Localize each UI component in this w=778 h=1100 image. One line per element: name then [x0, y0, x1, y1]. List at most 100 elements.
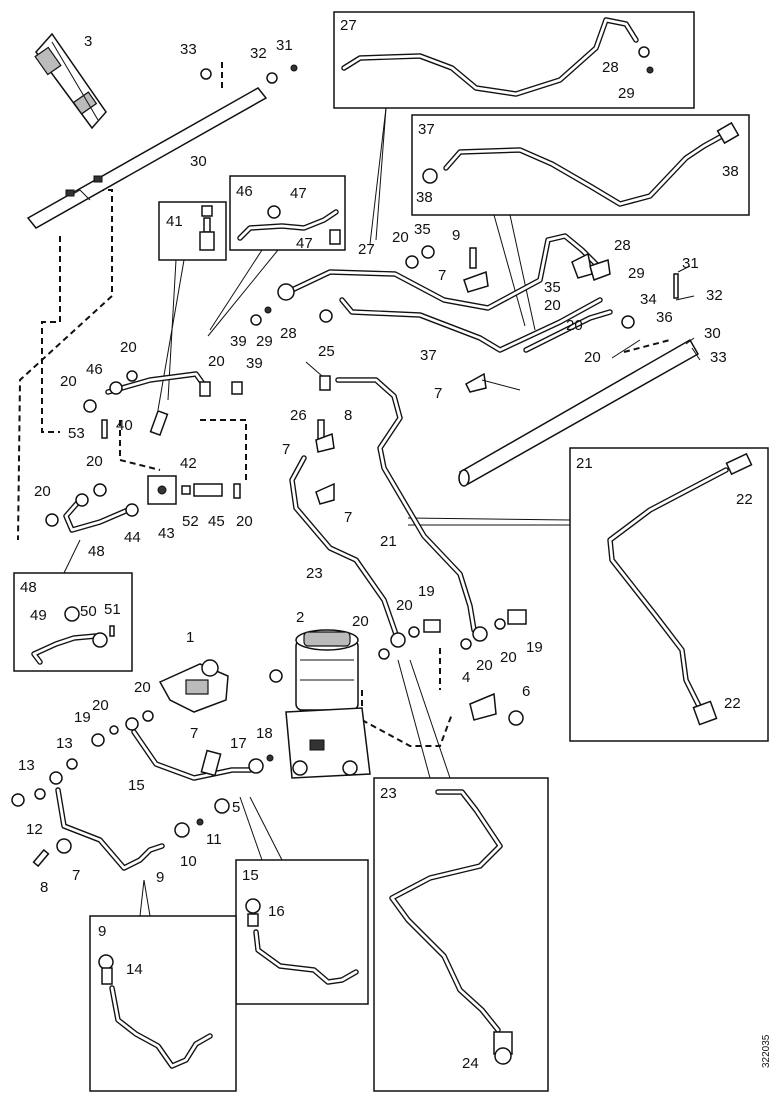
callout-label: 16: [268, 903, 285, 920]
callout-label: 36: [656, 309, 673, 326]
callout-label: 20: [544, 297, 561, 314]
callout-label: 20: [134, 679, 151, 696]
callout-label: 20: [352, 613, 369, 630]
callout-label: 3: [84, 33, 92, 50]
callout-label: 7: [344, 509, 352, 526]
inset-48-hose: [31, 606, 115, 665]
fuel-rail-30-upper: [26, 87, 268, 229]
callout-label: 29: [256, 333, 273, 350]
callout-label: 47: [290, 185, 307, 202]
callout-label: 7: [190, 725, 198, 742]
inset-21-pipe: [607, 452, 753, 726]
callout-label: 20: [566, 317, 583, 334]
callout-label: 20: [236, 513, 253, 530]
callout-label: 19: [418, 583, 435, 600]
callout-label: 38: [416, 189, 433, 206]
callout-label: 40: [116, 417, 133, 434]
callout-label: 24: [462, 1055, 479, 1072]
callout-label: 15: [128, 777, 145, 794]
callout-label: 19: [526, 639, 543, 656]
callout-label: 39: [230, 333, 247, 350]
pipe-23: [289, 455, 401, 643]
callout-label: 20: [396, 597, 413, 614]
callout-label: 35: [544, 279, 561, 296]
callout-label: 44: [124, 529, 141, 546]
callout-label: 20: [476, 657, 493, 674]
callout-label: 45: [208, 513, 225, 530]
callout-label: 50: [80, 603, 97, 620]
inset-27-pipe: [341, 17, 654, 97]
callout-label: 20: [92, 697, 109, 714]
callout-label: 30: [704, 325, 721, 342]
callout-label: 27: [358, 241, 375, 258]
inset-title-23: 23: [380, 785, 397, 802]
inset-titles: 27 37 46 41 48 21 23 15 9: [20, 17, 593, 940]
inset-23-pipe: [389, 789, 513, 1065]
callout-label: 26: [290, 407, 307, 424]
callout-label: 6: [522, 683, 530, 700]
callout-label: 38: [722, 163, 739, 180]
callout-label: 22: [724, 695, 741, 712]
callout-label: 52: [182, 513, 199, 530]
callout-label: 42: [180, 455, 197, 472]
inset-box-9: [89, 915, 237, 1092]
callout-label: 53: [68, 425, 85, 442]
callout-label: 31: [276, 37, 293, 54]
fittings: [11, 64, 679, 868]
callout-label: 21: [380, 533, 397, 550]
callout-label: 39: [246, 355, 263, 372]
callout-label: 20: [86, 453, 103, 470]
callout-label: 13: [18, 757, 35, 774]
pipe-to-36: [523, 309, 613, 353]
callout-label: 25: [318, 343, 335, 360]
callout-label: 48: [88, 543, 105, 560]
callout-label: 11: [206, 831, 222, 848]
inset-leaders: [63, 107, 571, 917]
callout-label: 4: [462, 669, 470, 686]
callout-label: 5: [232, 799, 240, 816]
block-43: [147, 475, 177, 505]
pipe-9: [55, 787, 165, 871]
callout-label: 43: [158, 525, 175, 542]
callout-labels: 3 33 32 31 30 47 47 28 29 38 38 27 20 35…: [18, 33, 753, 1072]
pipe-15: [131, 729, 253, 781]
callout-label: 19: [74, 709, 91, 726]
callout-label: 35: [414, 221, 431, 238]
callout-leaders: [305, 265, 701, 391]
pipe-46: [105, 371, 209, 395]
callout-label: 29: [618, 85, 635, 102]
inset-box-23: [373, 777, 549, 1092]
inset-title-27: 27: [340, 17, 357, 34]
inset-title-46: 46: [236, 183, 253, 200]
callout-label: 33: [710, 349, 727, 366]
callout-label: 9: [156, 869, 164, 886]
callout-label: 17: [230, 735, 247, 752]
callout-label: 20: [34, 483, 51, 500]
inset-15-pipe: [245, 898, 359, 985]
inset-title-15: 15: [242, 867, 259, 884]
callout-label: 7: [438, 267, 446, 284]
inset-title-48: 48: [20, 579, 37, 596]
pipe-21: [335, 377, 477, 633]
callout-label: 37: [420, 347, 437, 364]
callout-label: 13: [56, 735, 73, 752]
inset-box-41: [158, 201, 227, 261]
callout-label: 46: [86, 361, 103, 378]
callout-label: 28: [280, 325, 297, 342]
callout-label: 9: [452, 227, 460, 244]
callout-label: 28: [614, 237, 631, 254]
callout-label: 23: [306, 565, 323, 582]
inset-37-pipe: [422, 121, 740, 207]
callout-label: 29: [628, 265, 645, 282]
callout-label: 20: [392, 229, 409, 246]
inset-title-41: 41: [166, 213, 183, 230]
callout-label: 18: [256, 725, 273, 742]
callout-label: 2: [296, 609, 304, 626]
callout-label: 32: [706, 287, 723, 304]
callout-label: 34: [640, 291, 657, 308]
callout-label: 51: [104, 601, 121, 618]
inset-46-pipe: [237, 205, 341, 245]
inset-box-46: [229, 175, 346, 251]
inset-title-9: 9: [98, 923, 106, 940]
